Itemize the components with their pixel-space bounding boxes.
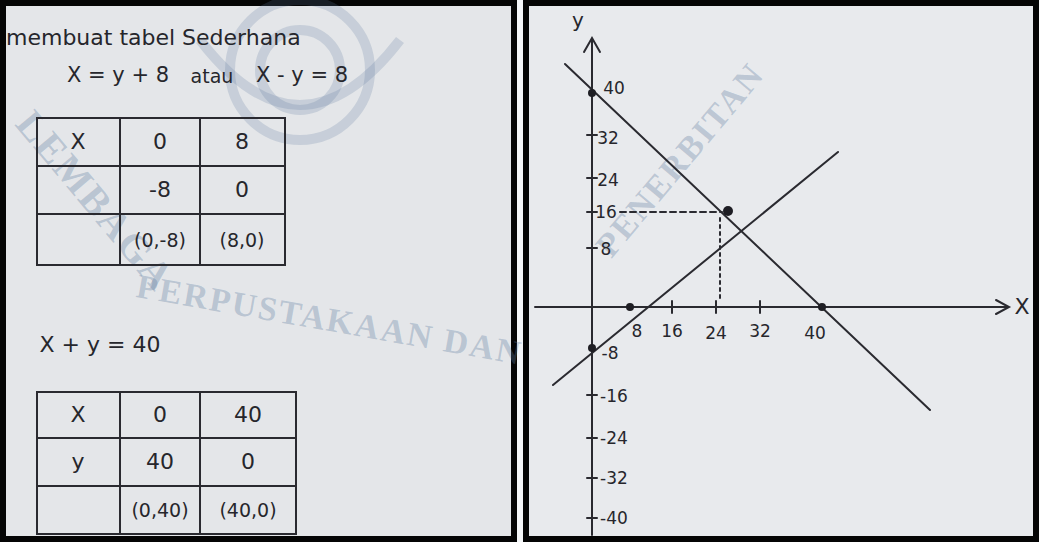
table-cell: 0 xyxy=(153,403,167,427)
table-cell: 0 xyxy=(241,450,255,474)
tick xyxy=(587,437,597,439)
tick-label: 32 xyxy=(597,129,619,148)
table-rule xyxy=(119,392,121,534)
table-cell: 8 xyxy=(235,130,249,154)
heading-note: membuat tabel Sederhana xyxy=(6,26,301,50)
table-cell: X xyxy=(70,130,85,154)
tick-label: -24 xyxy=(600,429,628,448)
table-frame xyxy=(37,392,296,534)
intercept-point xyxy=(588,344,596,352)
tick xyxy=(587,477,597,479)
tick-label: 8 xyxy=(632,322,643,341)
left-photo-panel xyxy=(3,3,514,539)
tick-label: 40 xyxy=(804,324,826,343)
table-rule xyxy=(37,165,285,167)
tick-label: -32 xyxy=(600,469,628,488)
intercept-point xyxy=(626,303,634,311)
table-frame xyxy=(37,118,285,265)
dashed-guide xyxy=(620,211,722,213)
table-cell: (0,-8) xyxy=(134,230,186,251)
intercept-point xyxy=(818,303,826,311)
tick-label: 24 xyxy=(705,324,727,343)
tick xyxy=(587,177,597,179)
axis-label: y xyxy=(572,9,584,31)
right-photo-panel xyxy=(526,3,1036,539)
table-cell: (8,0) xyxy=(219,230,264,251)
y-ticks xyxy=(587,135,597,518)
line-x-plus-y-40 xyxy=(565,64,930,410)
table-rule xyxy=(37,213,285,215)
tick-label: 24 xyxy=(597,171,619,190)
equation: X + y = 40 xyxy=(40,333,161,357)
note-word: atau xyxy=(191,66,234,87)
y-axis-arrow xyxy=(584,38,600,52)
tick xyxy=(715,301,717,313)
tick xyxy=(587,394,597,396)
graph-points xyxy=(588,89,826,352)
equation: X = y + 8 xyxy=(67,64,169,87)
table-cell: y xyxy=(71,450,84,474)
tick-label: -16 xyxy=(600,387,628,406)
tick-label: 40 xyxy=(603,79,625,98)
table-two-grid xyxy=(37,392,296,534)
tick xyxy=(671,301,673,313)
watermark-text: PERPUSTAKAAN DAN xyxy=(134,267,526,372)
tick-label: 8 xyxy=(601,240,612,259)
dotted-guide xyxy=(719,218,721,300)
graph xyxy=(535,38,1009,535)
tick-label: -8 xyxy=(602,344,619,363)
table-rule xyxy=(37,437,296,439)
tick-label: 16 xyxy=(661,322,683,341)
table-cell: 0 xyxy=(153,130,167,154)
tick xyxy=(587,134,597,136)
tick-label: 16 xyxy=(595,203,617,222)
table-cell: 40 xyxy=(146,450,174,474)
x-ticks xyxy=(672,301,760,313)
tick xyxy=(587,247,597,249)
axis-label: X xyxy=(1014,295,1029,319)
tick xyxy=(587,517,597,519)
table-rule xyxy=(119,118,121,265)
table-cell: (40,0) xyxy=(219,500,276,521)
y-axis xyxy=(591,40,593,535)
equation: X - y = 8 xyxy=(256,64,348,87)
x-axis xyxy=(535,306,1008,308)
table-rule xyxy=(37,485,296,487)
tick-label: -40 xyxy=(600,509,628,528)
tick-label: 32 xyxy=(749,322,771,341)
table-cell: 0 xyxy=(235,178,249,202)
table-cell: (0,40) xyxy=(131,500,188,521)
table-cell: X xyxy=(70,403,85,427)
table-rule xyxy=(199,392,201,534)
intersection-point xyxy=(723,206,733,216)
x-axis-arrow xyxy=(996,300,1009,314)
table-cell: -8 xyxy=(149,178,171,202)
table-cell: 40 xyxy=(234,403,262,427)
table-rule xyxy=(199,118,201,265)
table-one-grid xyxy=(37,118,285,265)
tick xyxy=(759,301,761,313)
intercept-point xyxy=(588,89,596,97)
